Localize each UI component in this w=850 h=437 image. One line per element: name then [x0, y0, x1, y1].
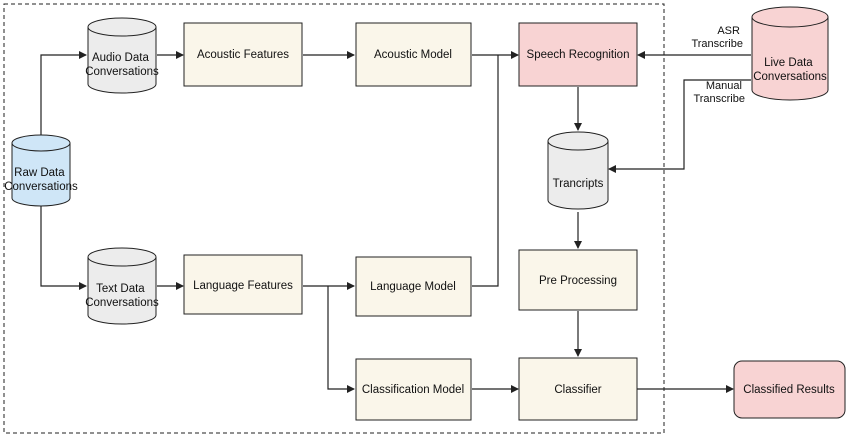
- classified-results-box[interactable]: [733, 360, 846, 419]
- live-data-label: Live Data Conversations: [753, 57, 827, 83]
- classifier-box[interactable]: [518, 357, 638, 421]
- edge-language-model-to-speech: [472, 55, 499, 287]
- live-data-cylinder[interactable]: [751, 6, 829, 101]
- manual-transcribe-label: Manual Transcribe: [693, 80, 745, 105]
- language-features-label: Language Features: [193, 280, 293, 292]
- speech-recognition-label: Speech Recognition: [527, 49, 630, 61]
- text-data-label: Text Data Conversations: [85, 283, 159, 309]
- raw-data-label: Raw Data Conversations: [4, 167, 78, 193]
- edge-live-to-transcripts: [608, 79, 751, 173]
- text-data-cylinder[interactable]: [87, 247, 157, 325]
- acoustic-model-label: Acoustic Model: [374, 49, 452, 61]
- acoustic-model-box[interactable]: [355, 22, 472, 87]
- classifier-label: Classifier: [554, 384, 601, 396]
- classification-model-label: Classification Model: [362, 384, 464, 396]
- pre-processing-box[interactable]: [518, 249, 638, 311]
- acoustic-features-label: Acoustic Features: [197, 49, 289, 61]
- edge-raw-to-text: [40, 206, 87, 290]
- audio-data-cylinder[interactable]: [87, 17, 157, 94]
- transcripts-label: Trancripts: [553, 178, 604, 190]
- language-features-box[interactable]: [183, 254, 303, 315]
- acoustic-features-box[interactable]: [183, 22, 303, 87]
- edge-raw-to-audio: [40, 51, 87, 135]
- system-boundary: [3, 3, 665, 434]
- audio-data-label: Audio Data Conversations: [85, 52, 159, 78]
- raw-data-cylinder[interactable]: [11, 134, 71, 207]
- transcripts-cylinder[interactable]: [547, 131, 609, 210]
- classified-results-label: Classified Results: [743, 384, 835, 396]
- classification-model-box[interactable]: [355, 358, 472, 421]
- language-model-label: Language Model: [370, 281, 456, 293]
- edge-language-features-to-classification-model: [327, 286, 355, 393]
- pre-processing-label: Pre Processing: [539, 275, 617, 287]
- asr-transcribe-label: ASR Transcribe: [691, 25, 743, 50]
- speech-recognition-box[interactable]: [518, 22, 638, 87]
- language-model-box[interactable]: [355, 256, 472, 317]
